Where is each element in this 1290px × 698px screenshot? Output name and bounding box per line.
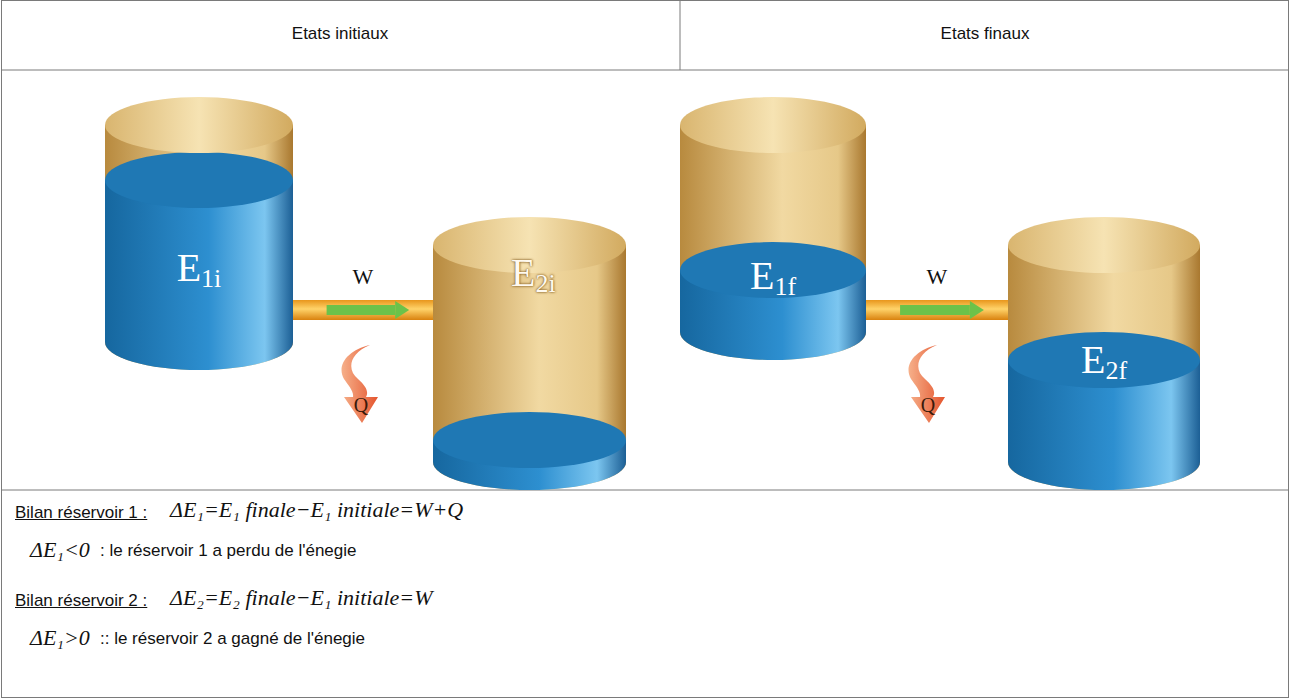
section-heading: Bilan réservoir 2 : xyxy=(15,591,147,611)
water-surface xyxy=(105,152,293,208)
cylinder-shape xyxy=(680,97,866,360)
energy-label: E1f xyxy=(750,256,796,301)
tank-body xyxy=(433,245,626,490)
work-label: W xyxy=(353,264,374,290)
flame-path xyxy=(909,345,945,423)
energy-label: E2f xyxy=(1081,340,1127,385)
tank-top xyxy=(680,97,866,153)
water-surface xyxy=(1008,332,1200,388)
heat-label: Q xyxy=(354,394,368,417)
flow-bar xyxy=(900,305,970,315)
tank-body xyxy=(1008,245,1200,490)
reservoir-cylinder: E1f xyxy=(680,97,866,360)
water-surface xyxy=(433,412,626,468)
heat-arrow: Q xyxy=(338,345,388,423)
reservoir-cylinder: E2i xyxy=(433,217,626,490)
balance-formula: ΔE₂=E₂ finale−E₁ initiale=W xyxy=(170,585,432,611)
inequality: ΔE₁<0 xyxy=(30,537,90,563)
arrow-head xyxy=(395,301,409,319)
pipe-connector xyxy=(291,300,435,320)
section-heading: Bilan réservoir 1 : xyxy=(15,503,147,523)
tank-top xyxy=(1008,217,1200,273)
arrow-head xyxy=(970,301,984,319)
pipe xyxy=(291,300,435,320)
reservoir-cylinder: E2f xyxy=(1008,217,1200,490)
column-header: Etats finaux xyxy=(941,24,1030,44)
work-label: W xyxy=(927,264,948,290)
row-divider xyxy=(1,70,1289,71)
heat-label: Q xyxy=(921,394,935,417)
balance-formula: ΔE₁=E₁ finale−E₁ initiale=W+Q xyxy=(170,497,463,523)
water-body xyxy=(105,180,293,370)
tank-body xyxy=(105,125,293,370)
flow-bar xyxy=(327,305,396,315)
note-text: :: le réservoir 2 a gagné de l'énegie xyxy=(100,629,365,649)
inequality: ΔE₁>0 xyxy=(30,625,90,651)
energy-label: E2i xyxy=(511,253,556,298)
reservoir-cylinder: E1i xyxy=(105,97,293,370)
note-text: : le réservoir 1 a perdu de l'énegie xyxy=(100,541,357,561)
column-divider xyxy=(680,0,681,70)
pipe-connector xyxy=(864,300,1010,320)
heat-arrow: Q xyxy=(905,345,955,423)
pipe xyxy=(864,300,1010,320)
tank-top xyxy=(105,97,293,153)
energy-label: E1i xyxy=(177,248,222,293)
column-header: Etats initiaux xyxy=(292,24,388,44)
tank-body xyxy=(680,125,866,360)
flame-path xyxy=(342,345,378,423)
cylinder-shape xyxy=(105,97,293,370)
water-surface xyxy=(680,242,866,298)
